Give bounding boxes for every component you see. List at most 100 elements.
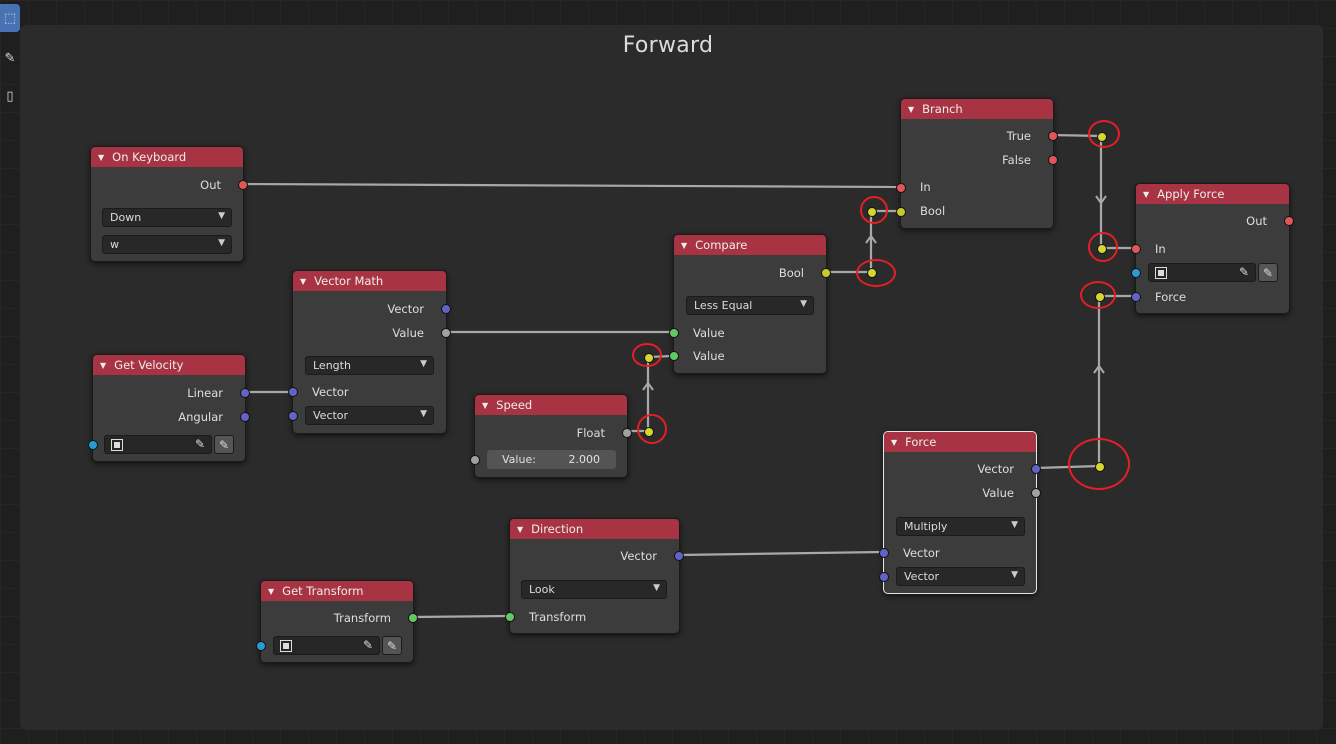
output-socket-value[interactable]	[441, 328, 451, 338]
output-socket-float[interactable]	[622, 428, 632, 438]
node-title: Get Transform	[282, 584, 364, 598]
collapse-triangle-icon[interactable]: ▼	[891, 437, 898, 447]
input-socket-vector[interactable]	[879, 548, 889, 558]
eyedropper-button[interactable]: ✎	[1258, 263, 1278, 282]
eyedropper-icon[interactable]: ✎	[1238, 265, 1249, 279]
output-socket-linear[interactable]	[240, 388, 250, 398]
cursor-3d-tool-icon[interactable]: ▯	[6, 88, 14, 104]
output-socket-true[interactable]	[1048, 131, 1058, 141]
eyedropper-icon[interactable]: ✎	[362, 638, 373, 652]
collapse-triangle-icon[interactable]: ▼	[482, 400, 489, 410]
node-apply-force[interactable]: ▼Apply Force Out In ✎ ✎ Force	[1131, 183, 1294, 314]
dropdown-value: Less Equal	[694, 299, 753, 312]
socket-label-bool: Bool	[920, 204, 946, 218]
chevron-down-icon: ▼	[1011, 520, 1018, 530]
force-operation-dropdown[interactable]: Multiply▼	[896, 517, 1025, 536]
node-header[interactable]: ▼ Apply Force	[1136, 184, 1289, 204]
node-title: On Keyboard	[112, 150, 187, 164]
annotation-circle	[632, 343, 662, 367]
chevron-down-icon: ▼	[653, 583, 660, 593]
node-title: Apply Force	[1157, 187, 1225, 201]
annotate-tool-icon[interactable]: ✎	[4, 50, 16, 66]
collapse-triangle-icon[interactable]: ▼	[98, 152, 105, 162]
output-socket-vector[interactable]	[1031, 464, 1041, 474]
output-socket-bool[interactable]	[821, 268, 831, 278]
socket-label-transform: Transform	[529, 610, 587, 624]
collapse-triangle-icon[interactable]: ▼	[300, 276, 307, 286]
output-socket-false[interactable]	[1048, 155, 1058, 165]
socket-label-in: In	[920, 180, 931, 194]
compare-operation-dropdown[interactable]: Less Equal ▼	[686, 296, 814, 315]
input-socket-vector-type[interactable]	[288, 411, 298, 421]
input-socket-in[interactable]	[1131, 244, 1141, 254]
node-header[interactable]: ▼Get Velocity	[93, 355, 245, 375]
collapse-triangle-icon[interactable]: ▼	[908, 104, 915, 114]
output-socket-transform[interactable]	[408, 613, 418, 623]
node-on-keyboard[interactable]: ▼On Keyboard Out Down▼ w▼	[90, 146, 248, 262]
annotation-circle	[1080, 281, 1116, 309]
collapse-triangle-icon[interactable]: ▼	[100, 360, 107, 370]
direction-mode-dropdown[interactable]: Look ▼	[521, 580, 667, 599]
input-socket-value[interactable]	[470, 455, 480, 465]
node-header[interactable]: ▼Force	[884, 432, 1036, 452]
node-title: Vector Math	[314, 274, 384, 288]
input-socket-in[interactable]	[896, 183, 906, 193]
object-field[interactable]: ✎	[1148, 263, 1256, 282]
input-socket-value-b[interactable]	[669, 351, 679, 361]
node-get-velocity[interactable]: ▼Get Velocity Linear Angular ✎ ✎	[88, 354, 250, 462]
output-socket-out[interactable]	[238, 180, 248, 190]
eyedropper-button[interactable]: ✎	[382, 636, 402, 655]
node-header[interactable]: ▼ On Keyboard	[91, 147, 243, 167]
input-socket-vector[interactable]	[288, 387, 298, 397]
select-box-tool-icon[interactable]: ⬚	[0, 4, 20, 32]
collapse-triangle-icon[interactable]: ▼	[681, 240, 688, 250]
collapse-triangle-icon[interactable]: ▼	[1143, 189, 1150, 199]
collapse-triangle-icon[interactable]: ▼	[268, 586, 275, 596]
input-socket-value-a[interactable]	[669, 328, 679, 338]
vector-math-operation-dropdown[interactable]: Length▼	[305, 356, 434, 375]
keyboard-mode-dropdown[interactable]: Down▼	[102, 208, 232, 227]
input-socket-transform[interactable]	[505, 612, 515, 622]
node-branch[interactable]: ▼Branch True False In Bool	[896, 98, 1058, 229]
node-force[interactable]: ▼Force Vector Value Multiply▼ Vector Vec…	[879, 431, 1041, 594]
vector-type-dropdown[interactable]: Vector▼	[896, 567, 1025, 586]
node-header[interactable]: ▼Compare	[674, 235, 826, 255]
input-socket-object[interactable]	[256, 641, 266, 651]
node-get-transform[interactable]: ▼Get Transform Transform ✎ ✎	[256, 580, 418, 663]
vector-type-dropdown[interactable]: Vector▼	[305, 406, 434, 425]
input-socket-vector-type[interactable]	[879, 572, 889, 582]
dropdown-value: Look	[529, 583, 555, 596]
object-field[interactable]: ✎	[273, 636, 380, 655]
node-vector-math[interactable]: ▼Vector Math Vector Value Length▼ Vector…	[288, 270, 451, 434]
annotation-circle	[1068, 438, 1130, 490]
output-socket-angular[interactable]	[240, 412, 250, 422]
output-socket-vector[interactable]	[441, 304, 451, 314]
output-socket-vector[interactable]	[674, 551, 684, 561]
chevron-down-icon: ▼	[800, 299, 807, 309]
dropdown-value: Length	[313, 359, 351, 372]
output-socket-out[interactable]	[1284, 216, 1294, 226]
node-header[interactable]: ▼Branch	[901, 99, 1053, 119]
node-header[interactable]: ▼Speed	[475, 395, 627, 415]
input-socket-object[interactable]	[88, 440, 98, 450]
field-value: 2.000	[568, 453, 601, 466]
socket-label-in: In	[1155, 242, 1166, 256]
chevron-down-icon: ▼	[218, 238, 225, 248]
node-header[interactable]: ▼ Get Transform	[261, 581, 413, 601]
node-speed[interactable]: ▼Speed Float Value:2.000	[470, 394, 632, 478]
eyedropper-button[interactable]: ✎	[214, 435, 234, 454]
node-header[interactable]: ▼ Vector Math	[293, 271, 446, 291]
input-socket-bool[interactable]	[896, 207, 906, 217]
input-socket-object[interactable]	[1131, 268, 1141, 278]
speed-value-field[interactable]: Value:2.000	[487, 450, 616, 469]
socket-label-angular: Angular	[178, 410, 223, 424]
object-field[interactable]: ✎	[104, 435, 212, 454]
input-socket-force[interactable]	[1131, 292, 1141, 302]
collapse-triangle-icon[interactable]: ▼	[517, 524, 524, 534]
eyedropper-icon[interactable]: ✎	[194, 437, 205, 451]
output-socket-value[interactable]	[1031, 488, 1041, 498]
node-compare[interactable]: ▼Compare Bool Less Equal▼ Value Value	[669, 234, 831, 374]
node-header[interactable]: ▼Direction	[510, 519, 679, 539]
node-direction[interactable]: ▼Direction Vector Look▼ Transform	[505, 518, 684, 634]
keyboard-key-dropdown[interactable]: w▼	[102, 235, 232, 254]
